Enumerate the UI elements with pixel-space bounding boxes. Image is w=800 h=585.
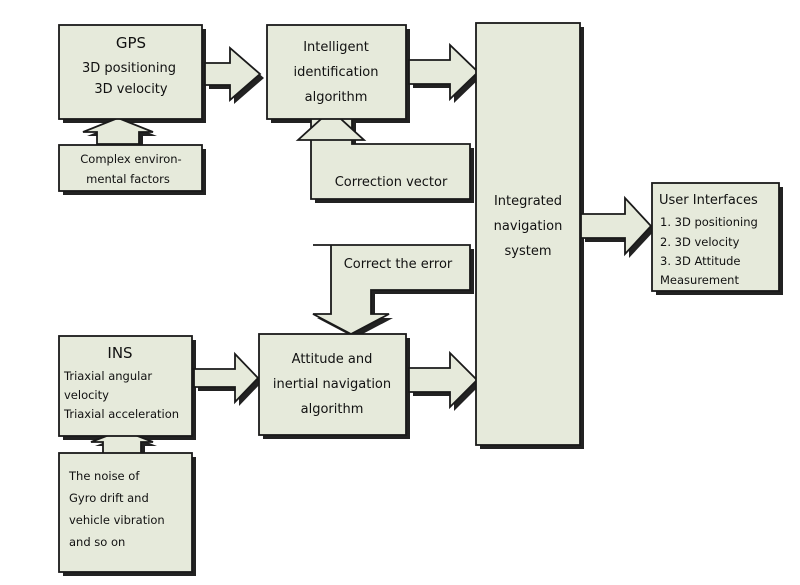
gps-factors-text: Complex environ- mental factors [80, 152, 181, 186]
correction-vector-arrowhead [295, 108, 367, 141]
arrow-attitude-to-integrated [408, 350, 479, 410]
gps-title: GPS [116, 34, 146, 52]
correct-error-arrow [312, 244, 471, 336]
arrow-identification-to-integrated [408, 42, 480, 102]
ins-noise-line-2: Gyro drift and [69, 491, 149, 505]
attitude-text: Attitude and inertial navigation algorit… [273, 352, 391, 417]
identification-line-2: identification [293, 65, 378, 80]
integrated-line-2: navigation [494, 219, 563, 234]
gps-factors-line-1: Complex environ- [80, 152, 181, 166]
ins-title: INS [107, 344, 132, 362]
gps-factors-box [58, 144, 203, 192]
gps-line-2: 3D velocity [94, 82, 168, 97]
gps-factors-line-2: mental factors [86, 172, 170, 186]
user-interfaces-text: User Interfaces 1. 3D positioning 2. 3D … [659, 193, 758, 287]
ins-noise-line-3: vehicle vibration [69, 513, 165, 527]
attitude-line-3: algorithm [301, 402, 364, 417]
correct-error-label: Correct the error [344, 257, 453, 272]
ins-box [58, 335, 193, 437]
gps-line-1: 3D positioning [82, 61, 176, 76]
identification-text: Intelligent identification algorithm [293, 40, 378, 105]
arrow-gps-to-identification [204, 46, 262, 102]
attitude-box [258, 333, 407, 436]
integrated-box [475, 22, 581, 446]
ins-noise-line-1: The noise of [68, 469, 140, 483]
gps-text: GPS 3D positioning 3D velocity [82, 34, 176, 97]
ins-noise-line-4: and so on [69, 535, 125, 549]
ins-line-3: Triaxial acceleration [63, 407, 179, 421]
ins-line-1: Triaxial angular [63, 369, 152, 383]
arrow-ins-to-attitude [193, 351, 260, 405]
attitude-line-2: inertial navigation [273, 377, 391, 392]
attitude-line-1: Attitude and [292, 352, 373, 367]
identification-box [266, 24, 407, 120]
arrow-integrated-to-user-interfaces [580, 195, 653, 257]
correction-vector-label: Correction vector [335, 175, 448, 190]
user-interfaces-item-3b: Measurement [660, 273, 739, 287]
identification-line-1: Intelligent [303, 40, 369, 55]
user-interfaces-item-3a: 3. 3D Attitude [660, 254, 741, 268]
user-interfaces-title: User Interfaces [659, 193, 758, 208]
integrated-line-3: system [505, 244, 552, 259]
ins-line-2: velocity [64, 388, 109, 402]
user-interfaces-box [651, 182, 780, 292]
ins-noise-box [58, 452, 193, 573]
user-interfaces-item-1: 1. 3D positioning [660, 215, 758, 229]
ins-noise-text: The noise of Gyro drift and vehicle vibr… [68, 469, 165, 549]
arrow-factors-to-gps [82, 117, 154, 145]
identification-line-3: algorithm [305, 90, 368, 105]
ins-text: INS Triaxial angular velocity Triaxial a… [63, 344, 179, 421]
integrated-line-1: Integrated [494, 194, 562, 209]
user-interfaces-item-2: 2. 3D velocity [660, 235, 740, 249]
gps-box [58, 24, 203, 120]
integrated-text: Integrated navigation system [494, 194, 563, 259]
